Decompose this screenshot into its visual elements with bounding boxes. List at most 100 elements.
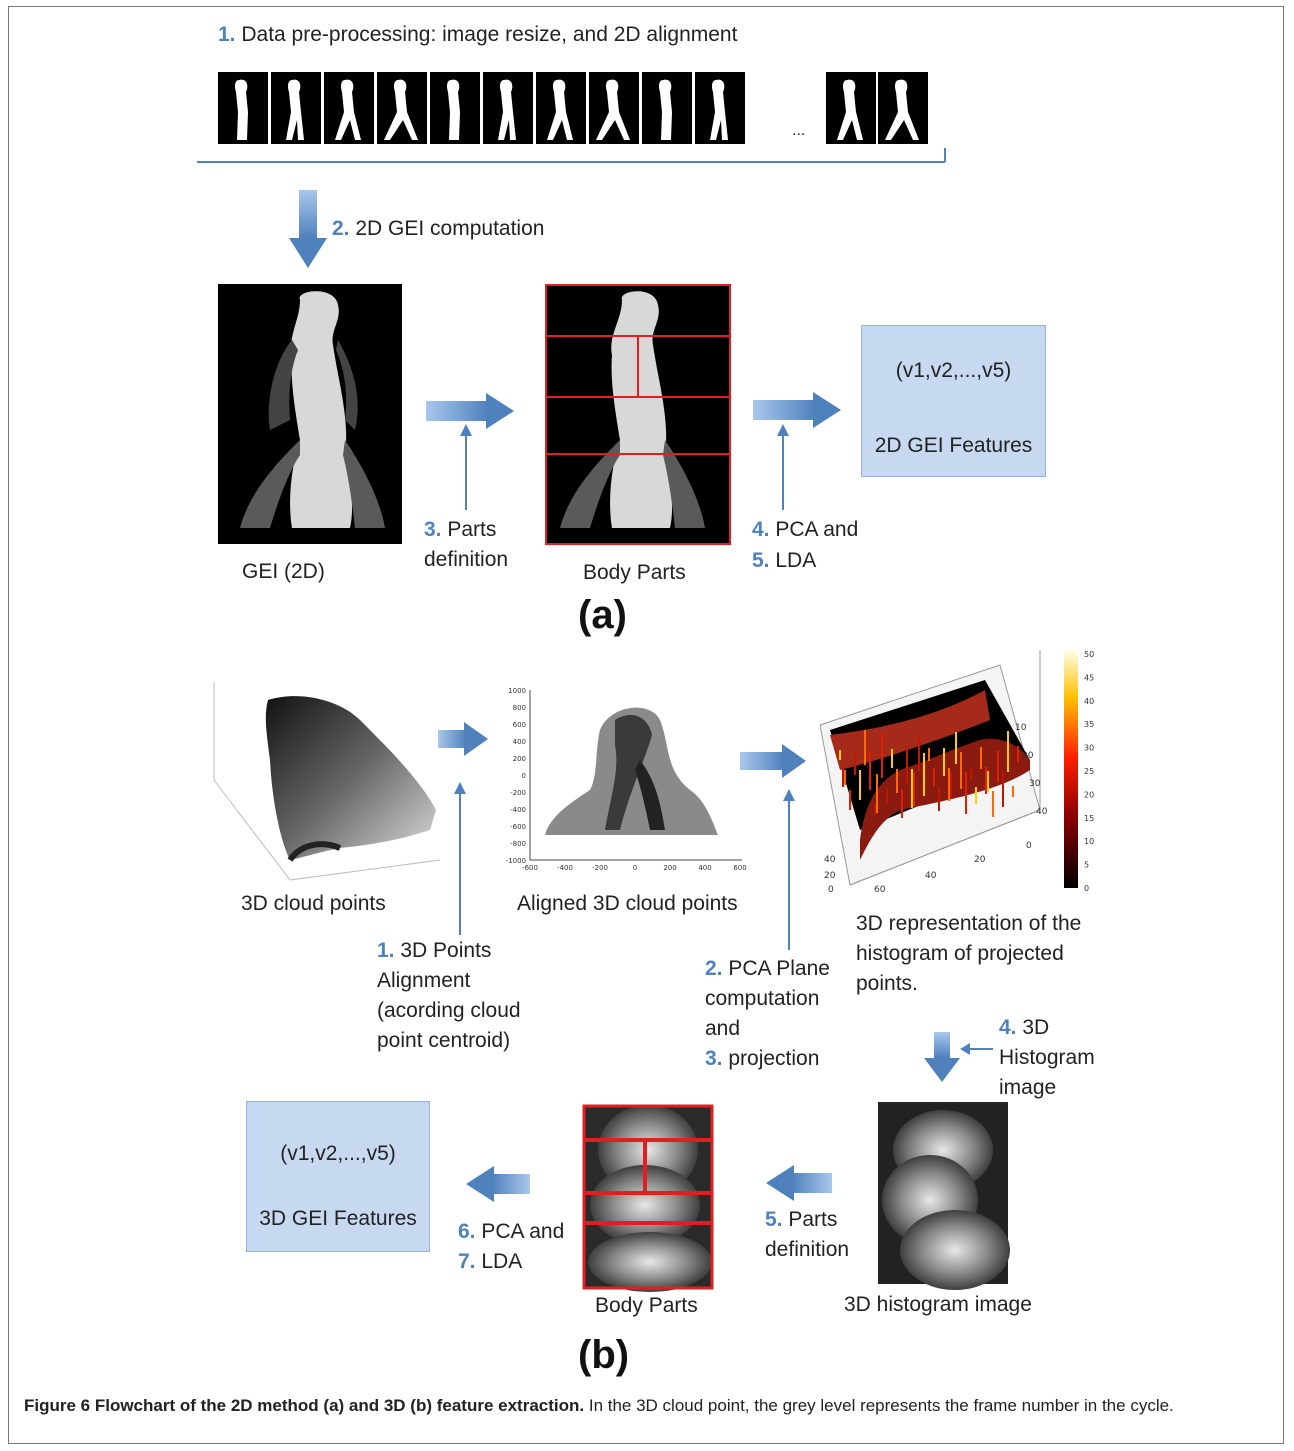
aligned-y-tick-label: 0 <box>522 772 526 780</box>
silhouette-figure <box>498 79 516 140</box>
aligned-y-tick-label: 800 <box>513 704 526 712</box>
arrow-right-b-step1 <box>438 722 488 935</box>
strip-ellipsis: ... <box>792 122 806 139</box>
step2-caption-b-2: computation <box>705 987 820 1010</box>
hist-right-tick-label: 10 <box>1015 723 1027 733</box>
silhouette-figure <box>547 79 573 140</box>
step2-caption-b-3: and <box>705 1017 741 1040</box>
aligned-y-tick-label: 200 <box>513 755 526 763</box>
hist-right-tick-label: 30 <box>1029 779 1041 789</box>
aligned-x-tick-label: -600 <box>522 864 538 872</box>
arrow-left-b-step6 <box>466 1166 530 1202</box>
silhouette-figure <box>837 79 863 140</box>
features-vector-3d: (v1,v2,...,v5) <box>280 1142 396 1165</box>
aligned-x-tick-label: -200 <box>592 864 608 872</box>
step4-caption-b-3: image <box>999 1076 1057 1099</box>
hist-bottom-tick-label: 20 <box>974 855 986 865</box>
arrow-down-step2 <box>289 190 327 268</box>
aligned-y-tick-label: -200 <box>510 789 526 797</box>
silhouette-figure <box>235 79 248 140</box>
aligned-y-tick-label: -1000 <box>506 857 526 865</box>
gei-label: GEI (2D) <box>242 560 325 583</box>
step3-caption-a-line2: definition <box>424 548 509 571</box>
step2-caption-a: 2. 2D GEI computation <box>332 217 545 240</box>
step5-caption-a: 5. LDA <box>752 549 817 572</box>
silhouette-figure <box>885 79 919 140</box>
caption-text: In the 3D cloud point, the grey level re… <box>584 1396 1174 1415</box>
body-parts-label-a: Body Parts <box>583 561 686 584</box>
colorbar-tick-label: 50 <box>1084 650 1094 659</box>
features-box-2d: (v1,v2,...,v5) 2D GEI Features <box>861 325 1046 477</box>
hist-right-tick-label: 40 <box>1036 807 1048 817</box>
aligned-y-tick-label: 400 <box>513 738 526 746</box>
cloud-points-image <box>213 682 441 881</box>
cloud-points-label: 3D cloud points <box>241 892 386 915</box>
hist-left-tick-label: 0 <box>828 885 834 895</box>
gei-image <box>218 284 402 544</box>
silhouette-figure <box>596 79 630 140</box>
histogram-image <box>878 1102 1010 1290</box>
features-box-3d: (v1,v2,...,v5) 3D GEI Features <box>246 1101 430 1252</box>
step7-caption-b: 7. LDA <box>458 1250 523 1273</box>
step3-caption-b: 3. projection <box>705 1047 820 1070</box>
silhouette-figure <box>335 79 361 140</box>
hist-left-tick-label: 20 <box>824 871 836 881</box>
step4-caption-a: 4. PCA and <box>752 518 859 541</box>
step6-caption-b: 6. PCA and <box>458 1220 565 1243</box>
step2-caption-b: 2. PCA Plane <box>705 957 830 980</box>
step4-caption-b: 4. 3D <box>999 1016 1050 1039</box>
colorbar-tick-label: 45 <box>1084 673 1094 682</box>
arrow-left-b-step5 <box>766 1165 832 1201</box>
panel-label-b: (b) <box>578 1333 630 1377</box>
aligned-x-tick-label: 400 <box>698 864 711 872</box>
hist3d-label-1: 3D representation of the <box>856 912 1082 935</box>
step1-caption-b: 1. 3D Points <box>377 939 492 962</box>
step1-caption-b-3: (acording cloud <box>377 999 521 1022</box>
aligned-cloud-label: Aligned 3D cloud points <box>517 892 738 915</box>
step4-caption-b-2: Histogram <box>999 1046 1095 1069</box>
aligned-y-tick-label: 600 <box>513 721 526 729</box>
hist-bottom-tick-label: 0 <box>1026 841 1032 851</box>
colorbar-tick-label: 10 <box>1084 837 1094 846</box>
step1-caption-a: 1. Data pre-processing: image resize, an… <box>218 23 738 46</box>
step5-caption-b: 5. Parts <box>765 1208 838 1231</box>
silhouette-figure <box>286 79 304 140</box>
hist-bottom-tick-label: 40 <box>925 871 937 881</box>
step3-caption-a: 3. Parts <box>424 518 497 541</box>
aligned-y-tick-label: -600 <box>510 823 526 831</box>
features-vector-2d: (v1,v2,...,v5) <box>895 359 1012 382</box>
colorbar-tick-label: 5 <box>1084 861 1089 870</box>
features-label-3d: 3D GEI Features <box>259 1207 417 1230</box>
hist3d-label-2: histogram of projected <box>856 942 1064 965</box>
aligned-x-tick-label: 600 <box>733 864 746 872</box>
colorbar-tick-label: 15 <box>1084 814 1094 823</box>
caption-bold: Figure 6 Flowchart of the 2D method (a) … <box>24 1396 585 1415</box>
panel-label-a: (a) <box>578 593 627 637</box>
colorbar-tick-label: 0 <box>1084 884 1089 893</box>
aligned-x-tick-label: -400 <box>557 864 573 872</box>
colorbar-tick-label: 35 <box>1084 720 1094 729</box>
silhouette-figure <box>659 79 672 140</box>
hist3d-label-3: points. <box>856 972 918 995</box>
body-parts-image-2d <box>545 284 731 545</box>
arrow-down-b-step4 <box>924 1032 993 1082</box>
body-parts-label-b: Body Parts <box>595 1294 698 1317</box>
colorbar-tick-label: 40 <box>1084 697 1094 706</box>
silhouette-figure <box>710 79 728 140</box>
features-label-2d: 2D GEI Features <box>874 434 1033 457</box>
figure-caption: Figure 6 Flowchart of the 2D method (a) … <box>24 1392 1264 1419</box>
body-parts-image-3d <box>582 1104 714 1292</box>
arrow-right-b-step2 <box>740 744 806 950</box>
hist-image-label: 3D histogram image <box>844 1293 1032 1316</box>
colorbar-tick-label: 20 <box>1084 790 1094 799</box>
arrow-right-step4 <box>753 392 841 510</box>
step1-caption-b-2: Alignment <box>377 969 471 992</box>
hist-left-tick-label: 40 <box>824 855 836 865</box>
step1-caption-b-4: point centroid) <box>377 1029 511 1052</box>
aligned-y-tick-label: -400 <box>510 806 526 814</box>
aligned-y-tick-label: 1000 <box>508 687 526 695</box>
silhouette-figure <box>384 79 418 140</box>
